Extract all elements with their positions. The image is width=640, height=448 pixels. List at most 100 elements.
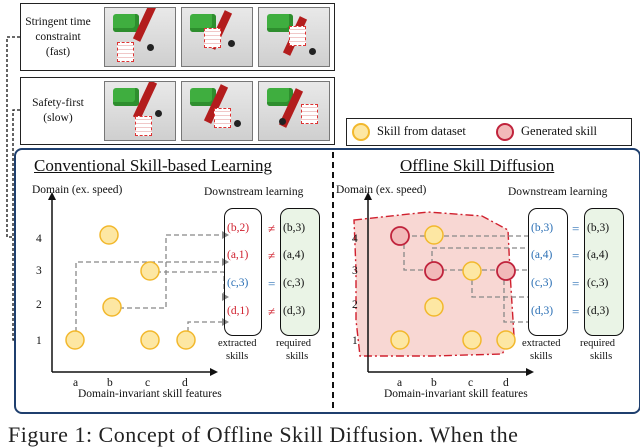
right-y-tick-1: 1 bbox=[352, 335, 358, 347]
right-extracted-caption-1: extracted bbox=[522, 338, 561, 349]
dataset-skill-point-b2 bbox=[102, 297, 122, 317]
target-marker bbox=[279, 118, 286, 125]
right-x-axis-label: Domain-invariant skill features bbox=[384, 388, 528, 400]
left-y-tick-4: 4 bbox=[36, 233, 42, 245]
left-tick-labels: 4 3 2 1 a b c d bbox=[36, 233, 188, 389]
robot-body bbox=[113, 88, 139, 106]
robot-frame-1 bbox=[104, 7, 176, 67]
right-y-axis-label: Domain (ex. speed) bbox=[336, 184, 427, 196]
required-skill-2: (c,3) bbox=[587, 277, 609, 289]
scenario-fast: Stringent time constraint (fast) bbox=[20, 3, 335, 71]
left-x-tick-a: a bbox=[73, 377, 78, 389]
target-marker bbox=[155, 110, 162, 117]
robot-body bbox=[190, 14, 216, 32]
left-extracted-caption-1: extracted bbox=[218, 338, 257, 349]
target-marker bbox=[228, 40, 235, 47]
left-plot: 4 3 2 1 a b c d bbox=[36, 192, 229, 389]
required-skill-3: (d,3) bbox=[283, 305, 306, 317]
required-skill-3: (d,3) bbox=[587, 305, 610, 317]
cube-object bbox=[135, 116, 152, 136]
match-symbol-1: = bbox=[572, 248, 580, 263]
right-panel-title: Offline Skill Diffusion bbox=[400, 156, 555, 175]
dataset-skill-point-b2 bbox=[424, 297, 444, 317]
extracted-skill-0: (b,2) bbox=[227, 222, 250, 234]
match-symbol-0: = bbox=[572, 221, 580, 236]
left-required-caption-1: required bbox=[276, 338, 311, 349]
match-symbol-1: ≠ bbox=[268, 248, 276, 263]
extracted-skill-3: (d,3) bbox=[531, 305, 554, 317]
scenario-slow-label: Safety-first (slow) bbox=[21, 78, 95, 144]
legend-generated-label: Generated skill bbox=[521, 124, 598, 138]
extracted-skill-2: (c,3) bbox=[531, 277, 553, 289]
legend: Skill from dataset Generated skill bbox=[346, 118, 632, 146]
robot-body bbox=[113, 14, 139, 32]
right-extracted-skills-box bbox=[528, 208, 568, 336]
comparison-panel: Conventional Skill-based Learning Offlin… bbox=[14, 148, 640, 414]
left-x-tick-d: d bbox=[182, 377, 188, 389]
left-extracted-skills-box bbox=[224, 208, 262, 336]
dataset-skill-point-a1 bbox=[65, 330, 85, 350]
right-dataset-skills bbox=[390, 225, 516, 350]
right-required-caption-2: skills bbox=[590, 351, 613, 362]
left-downstream-label: Downstream learning bbox=[204, 186, 304, 198]
dataset-skill-legend-icon bbox=[352, 123, 370, 141]
cube-object bbox=[214, 108, 231, 128]
right-required-caption-1: required bbox=[580, 338, 615, 349]
right-required-skills-box bbox=[584, 208, 624, 336]
dataset-skill-point-c1 bbox=[462, 330, 482, 350]
left-arrowheads bbox=[222, 231, 229, 326]
panel-divider bbox=[332, 152, 334, 408]
left-y-tick-2: 2 bbox=[36, 299, 42, 311]
extracted-skill-2: (c,3) bbox=[227, 277, 249, 289]
robot-body bbox=[190, 88, 216, 106]
target-marker bbox=[234, 120, 241, 127]
left-x-axis-label: Domain-invariant skill features bbox=[78, 388, 222, 400]
generated-skill-point-d3 bbox=[496, 261, 516, 281]
legend-dataset-label: Skill from dataset bbox=[377, 124, 466, 138]
scenario-fast-line-2: constraint bbox=[35, 30, 81, 43]
cube-object bbox=[204, 28, 221, 48]
required-skill-0: (b,3) bbox=[283, 222, 306, 234]
scenario-slow: Safety-first (slow) bbox=[20, 77, 335, 145]
left-panel-title: Conventional Skill-based Learning bbox=[34, 156, 272, 175]
dataset-skill-point-b4 bbox=[424, 225, 444, 245]
right-x-tick-c: c bbox=[468, 377, 473, 389]
extracted-skill-1: (a,4) bbox=[531, 249, 553, 261]
left-dashed-links bbox=[75, 234, 225, 340]
match-symbol-0: ≠ bbox=[268, 221, 276, 236]
left-y-tick-1: 1 bbox=[36, 335, 42, 347]
target-marker bbox=[147, 44, 154, 51]
left-dataset-skills bbox=[65, 225, 196, 350]
cube-object bbox=[289, 26, 306, 46]
required-skill-1: (a,4) bbox=[587, 249, 609, 261]
robot-body bbox=[267, 14, 293, 32]
match-symbol-3: ≠ bbox=[268, 304, 276, 319]
scenario-fast-line-3: (fast) bbox=[45, 45, 71, 58]
match-symbol-2: = bbox=[572, 276, 580, 291]
generated-skill-point-a4 bbox=[390, 226, 410, 246]
generated-skill-point-b3 bbox=[424, 261, 444, 281]
scenario-fast-line-1: Stringent time bbox=[25, 15, 91, 28]
right-downstream-label: Downstream learning bbox=[508, 186, 608, 198]
dataset-skill-point-d1 bbox=[176, 330, 196, 350]
left-extracted-caption-2: skills bbox=[226, 351, 249, 362]
robot-frame-4 bbox=[104, 81, 176, 141]
scenario-slow-line-1: Safety-first bbox=[32, 97, 84, 109]
figure-caption: Figure 1: Concept of Offline Skill Diffu… bbox=[8, 422, 519, 447]
right-y-tick-2: 2 bbox=[352, 299, 358, 311]
right-x-tick-b: b bbox=[431, 377, 437, 389]
dataset-skill-point-c3 bbox=[140, 261, 160, 281]
left-y-tick-3: 3 bbox=[36, 265, 42, 277]
dataset-skill-point-d1 bbox=[496, 330, 516, 350]
cube-object bbox=[117, 42, 134, 62]
left-x-tick-b: b bbox=[107, 377, 113, 389]
dataset-skill-point-a1 bbox=[390, 330, 410, 350]
match-symbol-3: = bbox=[572, 304, 580, 319]
extracted-skill-3: (d,1) bbox=[227, 305, 250, 317]
right-x-tick-a: a bbox=[397, 377, 402, 389]
target-marker bbox=[309, 48, 316, 55]
generated-skill-legend-icon bbox=[496, 123, 514, 141]
robot-body bbox=[267, 88, 293, 106]
right-x-tick-d: d bbox=[503, 377, 509, 389]
left-x-tick-c: c bbox=[145, 377, 150, 389]
